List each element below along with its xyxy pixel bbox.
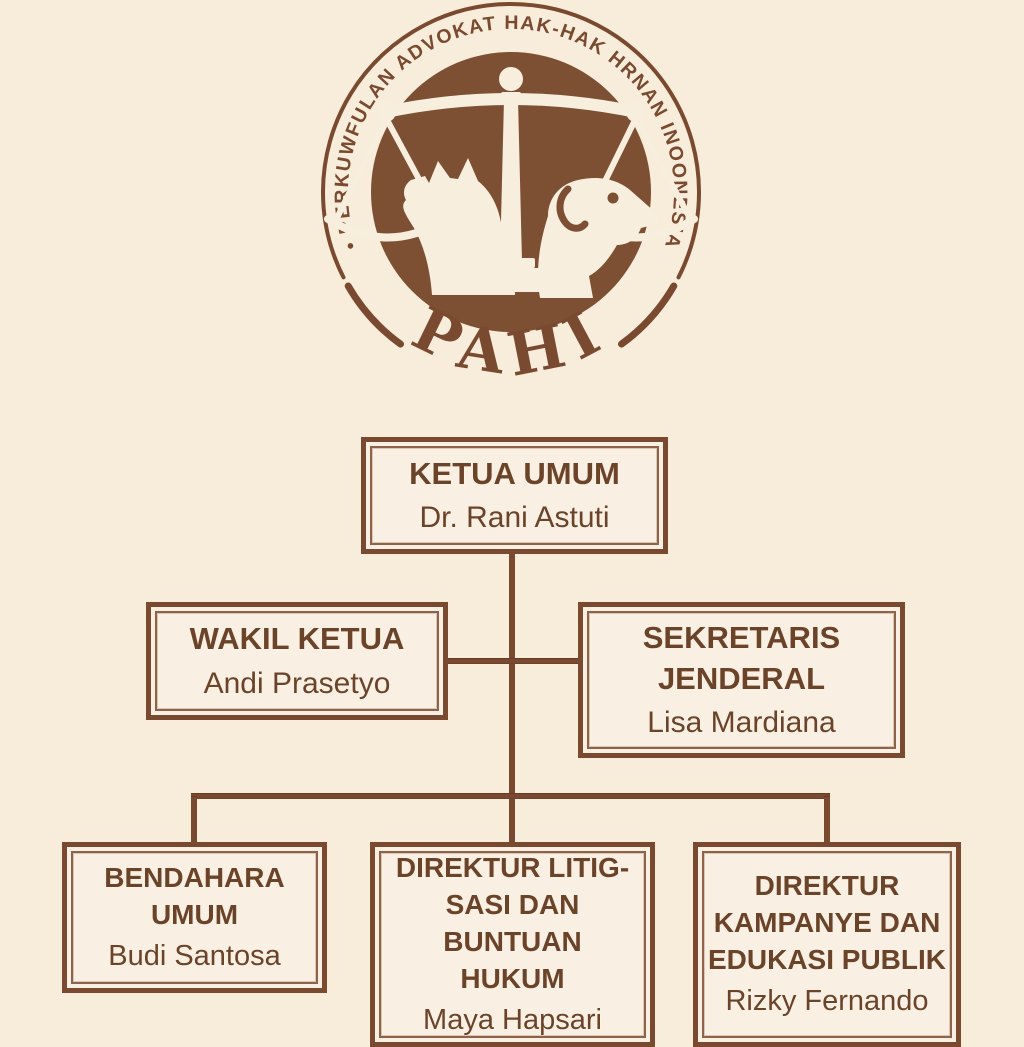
connector-row3-right-drop <box>824 796 830 844</box>
badge-right-swoosh <box>618 282 678 348</box>
node-name: Lisa Mardiana <box>647 706 836 740</box>
connector-row2-horizontal <box>448 658 578 664</box>
dog-silhouette-icon <box>537 178 659 298</box>
pahi-logo-badge: • PERKUWFULAN ADVOKAT HAK-HAK HRNAN INOO… <box>321 2 701 391</box>
node-title: KETUA UMUM <box>409 455 620 491</box>
connector-root-vertical <box>509 552 515 844</box>
cat-silhouette-icon <box>403 158 515 295</box>
node-title: DIREKTUR KAMPANYE DAN EDUKASI PUBLIK <box>707 870 946 976</box>
node-title: WAKIL KETUA <box>189 621 405 657</box>
badge-outer-ring <box>321 2 701 280</box>
badge-left-swoosh <box>344 282 404 348</box>
org-node-ketua-umum: KETUA UMUM Dr. Rani Astuti <box>361 437 668 554</box>
org-node-direktur-litigasi: DIREKTUR LITIG- SASI DAN BUNTUAN HUKUM M… <box>370 842 655 1047</box>
node-title: BENDAHARA UMUM <box>104 861 285 930</box>
org-node-wakil-ketua: WAKIL KETUA Andi Prasetyo <box>146 602 448 720</box>
node-title: DIREKTUR LITIG- SASI DAN BUNTUAN HUKUM <box>395 851 630 994</box>
node-name: Dr. Rani Astuti <box>419 501 610 535</box>
org-node-direktur-kampanye: DIREKTUR KAMPANYE DAN EDUKASI PUBLIK Riz… <box>693 842 961 1047</box>
node-name: Andi Prasetyo <box>203 666 391 700</box>
node-title: SEKRETARIS JENDERAL <box>642 619 841 696</box>
node-name: Budi Santosa <box>108 939 281 972</box>
node-name: Rizky Fernando <box>725 985 929 1018</box>
poster: • PERKUWFULAN ADVOKAT HAK-HAK HRNAN INOO… <box>62 2 961 1047</box>
node-name: Maya Hapsari <box>423 1003 602 1036</box>
org-node-sekretaris-jenderal: SEKRETARIS JENDERAL Lisa Mardiana <box>578 602 905 758</box>
connector-row3-left-drop <box>191 796 197 844</box>
connector-row3-horizontal <box>191 793 830 799</box>
org-node-bendahara-umum: BENDAHARA UMUM Budi Santosa <box>62 842 327 993</box>
